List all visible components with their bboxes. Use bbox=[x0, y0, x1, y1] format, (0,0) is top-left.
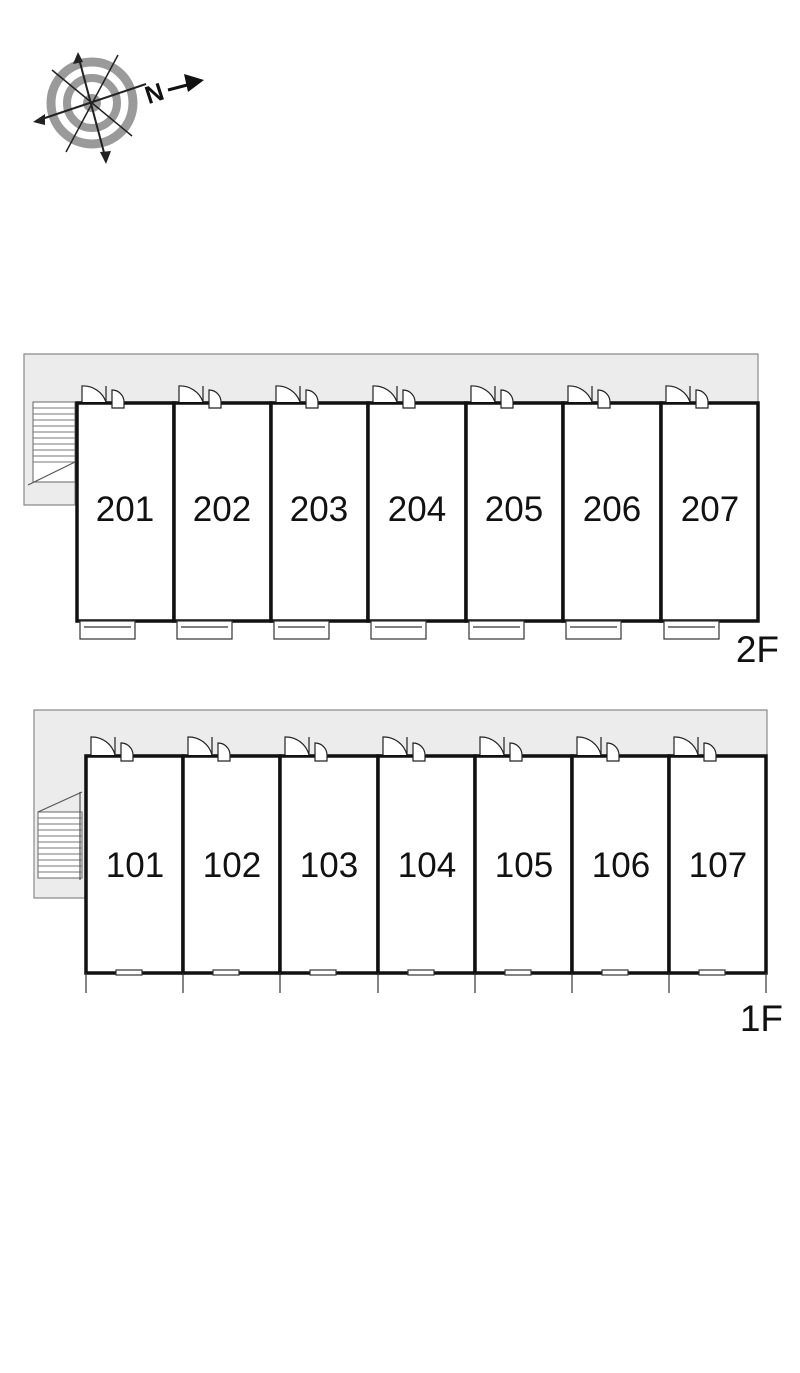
unit-102-label: 102 bbox=[203, 846, 261, 885]
unit-205-label: 205 bbox=[485, 490, 543, 529]
compass-north-letter: N bbox=[142, 78, 168, 110]
door-104 bbox=[382, 736, 426, 762]
units-1f bbox=[84, 754, 768, 975]
windows-1f bbox=[85, 969, 767, 993]
door-206 bbox=[567, 385, 611, 409]
door-103 bbox=[284, 736, 328, 762]
unit-106-label: 106 bbox=[592, 846, 650, 885]
unit-101-label: 101 bbox=[106, 846, 164, 885]
balconies-2f bbox=[79, 620, 720, 640]
unit-202-label: 202 bbox=[193, 490, 251, 529]
doors-2f bbox=[81, 385, 709, 409]
door-202 bbox=[178, 385, 222, 409]
stairs-2f bbox=[27, 401, 76, 486]
units-2f bbox=[75, 401, 760, 623]
door-102 bbox=[187, 736, 231, 762]
door-107 bbox=[673, 736, 717, 762]
door-205 bbox=[470, 385, 514, 409]
unit-204-label: 204 bbox=[388, 490, 446, 529]
floor-label-1f: 1F bbox=[740, 998, 783, 1039]
unit-107-label: 107 bbox=[689, 846, 747, 885]
door-207 bbox=[665, 385, 709, 409]
floor-2f: 201 202 203 204 205 206 207 2F bbox=[23, 353, 779, 670]
unit-207-label: 207 bbox=[681, 490, 739, 529]
floor-1f: 101 102 103 104 105 106 107 1F bbox=[33, 709, 783, 1039]
doors-1f bbox=[90, 736, 717, 762]
door-105 bbox=[479, 736, 523, 762]
door-204 bbox=[372, 385, 416, 409]
door-203 bbox=[275, 385, 319, 409]
stairs-1f bbox=[37, 791, 83, 880]
unit-105-label: 105 bbox=[495, 846, 553, 885]
door-101 bbox=[90, 736, 134, 762]
unit-206-label: 206 bbox=[583, 490, 641, 529]
floor-label-2f: 2F bbox=[736, 629, 779, 670]
unit-103-label: 103 bbox=[300, 846, 358, 885]
unit-201-label: 201 bbox=[96, 490, 154, 529]
door-106 bbox=[576, 736, 620, 762]
unit-203-label: 203 bbox=[290, 490, 348, 529]
unit-104-label: 104 bbox=[398, 846, 456, 885]
compass-rose-icon bbox=[33, 52, 204, 164]
door-201 bbox=[81, 385, 125, 409]
